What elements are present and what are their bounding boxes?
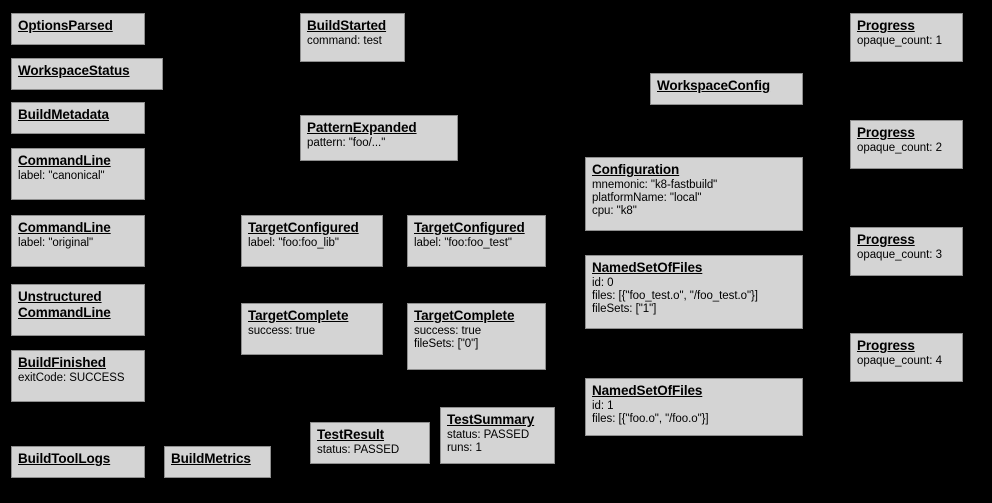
node-workspace-status[interactable]: WorkspaceStatus bbox=[11, 58, 163, 90]
node-field: platformName: "local" bbox=[592, 191, 702, 204]
node-field: fileSets: ["1"] bbox=[592, 303, 657, 316]
node-title: BuildToolLogs bbox=[18, 451, 111, 466]
node-field: cpu: "k8" bbox=[592, 205, 637, 218]
node-field: label: "canonical" bbox=[18, 169, 105, 182]
node-field: runs: 1 bbox=[447, 441, 482, 454]
node-workspace-config[interactable]: WorkspaceConfig bbox=[650, 73, 803, 105]
node-field: exitCode: SUCCESS bbox=[18, 371, 125, 384]
node-field: mnemonic: "k8-fastbuild" bbox=[592, 178, 718, 191]
node-title: Progress bbox=[857, 338, 915, 353]
node-title: TargetConfigured bbox=[414, 220, 525, 235]
node-title: CommandLine bbox=[18, 220, 111, 235]
node-field: fileSets: ["0"] bbox=[414, 337, 479, 350]
node-field: status: PASSED bbox=[317, 443, 400, 456]
node-title: Progress bbox=[857, 18, 915, 33]
node-field: status: PASSED bbox=[447, 428, 530, 441]
node-field: files: [{"foo_test.o", "/foo_test.o"}] bbox=[592, 289, 758, 302]
node-title: TargetConfigured bbox=[248, 220, 359, 235]
node-build-tool-logs[interactable]: BuildToolLogs bbox=[11, 446, 145, 478]
node-title: WorkspaceConfig bbox=[657, 78, 771, 93]
node-field: files: [{"foo.o", "/foo.o"}] bbox=[592, 412, 709, 425]
node-field: opaque_count: 1 bbox=[857, 34, 942, 47]
node-title: Progress bbox=[857, 232, 915, 247]
node-title: PatternExpanded bbox=[307, 120, 417, 135]
node-field: id: 1 bbox=[592, 399, 614, 412]
node-title: TestSummary bbox=[447, 412, 535, 427]
node-title: Configuration bbox=[592, 162, 680, 177]
node-unstructured-command-line[interactable]: Unstructured CommandLine bbox=[11, 284, 145, 336]
node-title: BuildMetrics bbox=[171, 451, 251, 466]
node-title: BuildFinished bbox=[18, 355, 106, 370]
node-title: Progress bbox=[857, 125, 915, 140]
node-field: label: "foo:foo_test" bbox=[414, 236, 512, 249]
node-options-parsed[interactable]: OptionsParsed bbox=[11, 13, 145, 45]
node-field: opaque_count: 4 bbox=[857, 354, 942, 367]
node-title: TestResult bbox=[317, 427, 385, 442]
node-title: TargetComplete bbox=[414, 308, 515, 323]
node-field: success: true bbox=[248, 324, 316, 337]
node-field: success: true bbox=[414, 324, 482, 337]
node-title: BuildMetadata bbox=[18, 107, 109, 122]
node-field: opaque_count: 2 bbox=[857, 141, 942, 154]
node-build-metadata[interactable]: BuildMetadata bbox=[11, 102, 145, 134]
node-title: NamedSetOfFiles bbox=[592, 383, 703, 398]
node-field: label: "foo:foo_lib" bbox=[248, 236, 339, 249]
node-title: WorkspaceStatus bbox=[18, 63, 130, 78]
node-field: pattern: "foo/..." bbox=[307, 136, 386, 149]
node-build-metrics[interactable]: BuildMetrics bbox=[164, 446, 271, 478]
node-title: TargetComplete bbox=[248, 308, 349, 323]
node-title: BuildStarted bbox=[307, 18, 387, 33]
node-title: CommandLine bbox=[18, 153, 111, 168]
node-title: Unstructured CommandLine bbox=[18, 289, 111, 320]
node-field: label: "original" bbox=[18, 236, 94, 249]
node-title: OptionsParsed bbox=[18, 18, 113, 33]
node-title: NamedSetOfFiles bbox=[592, 260, 703, 275]
node-field: opaque_count: 3 bbox=[857, 248, 942, 261]
node-field: id: 0 bbox=[592, 276, 614, 289]
node-field: command: test bbox=[307, 34, 382, 47]
